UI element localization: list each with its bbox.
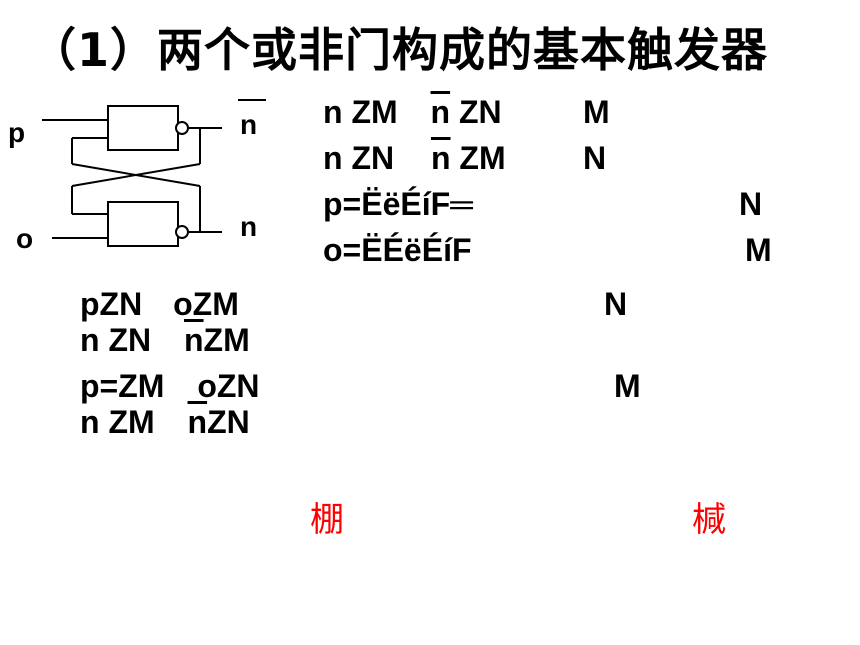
nor-latch-diagram: p o n n <box>8 99 266 254</box>
output-label-top: n <box>240 109 257 140</box>
case1-condition: pZN oZM N <box>80 286 628 322</box>
page-title: （1）两个或非门构成的基本触发器 <box>30 23 769 77</box>
input-label-top: p <box>8 117 25 148</box>
state-line-2: n ZN n ZM N <box>323 140 607 176</box>
nor-gate-top <box>107 105 179 151</box>
footer-left-text: 棚 <box>310 500 344 540</box>
case2-condition: p=ZM oZN M <box>80 368 641 404</box>
rule-line-1: p=ËëÉíF═ N <box>323 186 763 222</box>
case2-result: n ZM nZN <box>80 404 250 440</box>
footer-right-text: 椷 <box>692 500 726 540</box>
case1-result: n ZN nZM <box>80 322 250 358</box>
inverter-bubble-bottom <box>175 225 189 239</box>
input-label-bottom: o <box>16 223 33 254</box>
state-line-1: n ZM n ZN M <box>323 94 610 130</box>
output-label-bottom: n <box>240 211 257 242</box>
rule-line-2: o=ËÉëÉíF M <box>323 232 772 268</box>
inverter-bubble-top <box>175 121 189 135</box>
nor-gate-bottom <box>107 201 179 247</box>
